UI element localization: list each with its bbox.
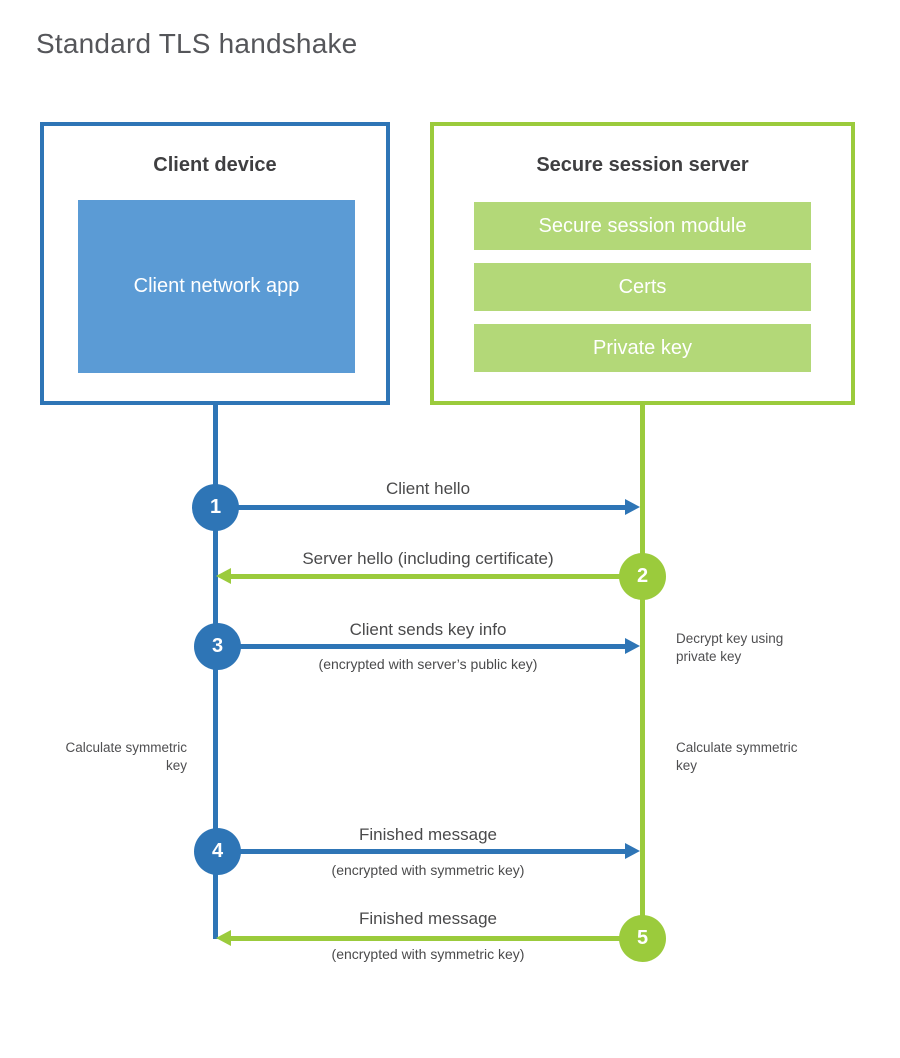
step-2-arrow-line: [230, 574, 620, 579]
secure-session-server-title: Secure session server: [536, 154, 749, 176]
step-1-arrow-line: [236, 505, 626, 510]
arrowhead-left-icon: [216, 568, 231, 584]
step-2-circle: 2: [619, 553, 666, 600]
step-4-circle: 4: [194, 828, 241, 875]
note-calculate-symmetric-key-server: Calculate symmetric key: [676, 740, 798, 773]
step-2-number: 2: [636, 565, 649, 587]
step-5-sublabel: (encrypted with symmetric key): [331, 946, 525, 962]
step-3-arrow-line: [238, 644, 626, 649]
client-lifeline: [213, 403, 218, 939]
step-1-circle: 1: [192, 484, 239, 531]
server-module-certs: Certs: [474, 263, 811, 311]
step-4-label: Finished message: [359, 825, 497, 844]
step-5-label: Finished message: [359, 909, 497, 928]
client-device-box: Client device Client network app: [40, 122, 390, 405]
step-4-number: 4: [211, 840, 224, 862]
step-3-number: 3: [211, 635, 224, 657]
server-module-label: Private key: [593, 336, 692, 359]
client-device-title: Client device: [153, 154, 277, 176]
step-3-label: Client sends key info: [349, 620, 507, 639]
step-1-label: Client hello: [385, 479, 471, 498]
step-4-sublabel: (encrypted with symmetric key): [331, 862, 525, 878]
secure-session-server-box: Secure session server Secure session mod…: [430, 122, 855, 405]
client-network-app-box: Client network app: [78, 200, 355, 373]
server-module-label: Certs: [618, 275, 667, 298]
note-decrypt-key: Decrypt key using private key: [676, 631, 784, 664]
step-3-circle: 3: [194, 623, 241, 670]
server-module-label: Secure session module: [538, 214, 747, 237]
page-title: Standard TLS handshake: [36, 28, 358, 59]
arrowhead-right-icon: [625, 638, 640, 654]
step-5-number: 5: [636, 927, 649, 949]
step-5-arrow-line: [230, 936, 620, 941]
client-network-app-label: Client network app: [133, 275, 300, 297]
arrowhead-left-icon: [216, 930, 231, 946]
step-1-number: 1: [209, 496, 222, 518]
arrowhead-right-icon: [625, 499, 640, 515]
step-2-label: Server hello (including certificate): [302, 549, 554, 568]
step-5-circle: 5: [619, 915, 666, 962]
server-module-private-key: Private key: [474, 324, 811, 372]
step-3-sublabel: (encrypted with server’s public key): [318, 656, 538, 672]
arrowhead-right-icon: [625, 843, 640, 859]
step-4-arrow-line: [238, 849, 626, 854]
server-module-secure-session: Secure session module: [474, 202, 811, 250]
note-calculate-symmetric-key-client: Calculate symmetric key: [65, 740, 187, 773]
server-lifeline: [640, 403, 645, 940]
